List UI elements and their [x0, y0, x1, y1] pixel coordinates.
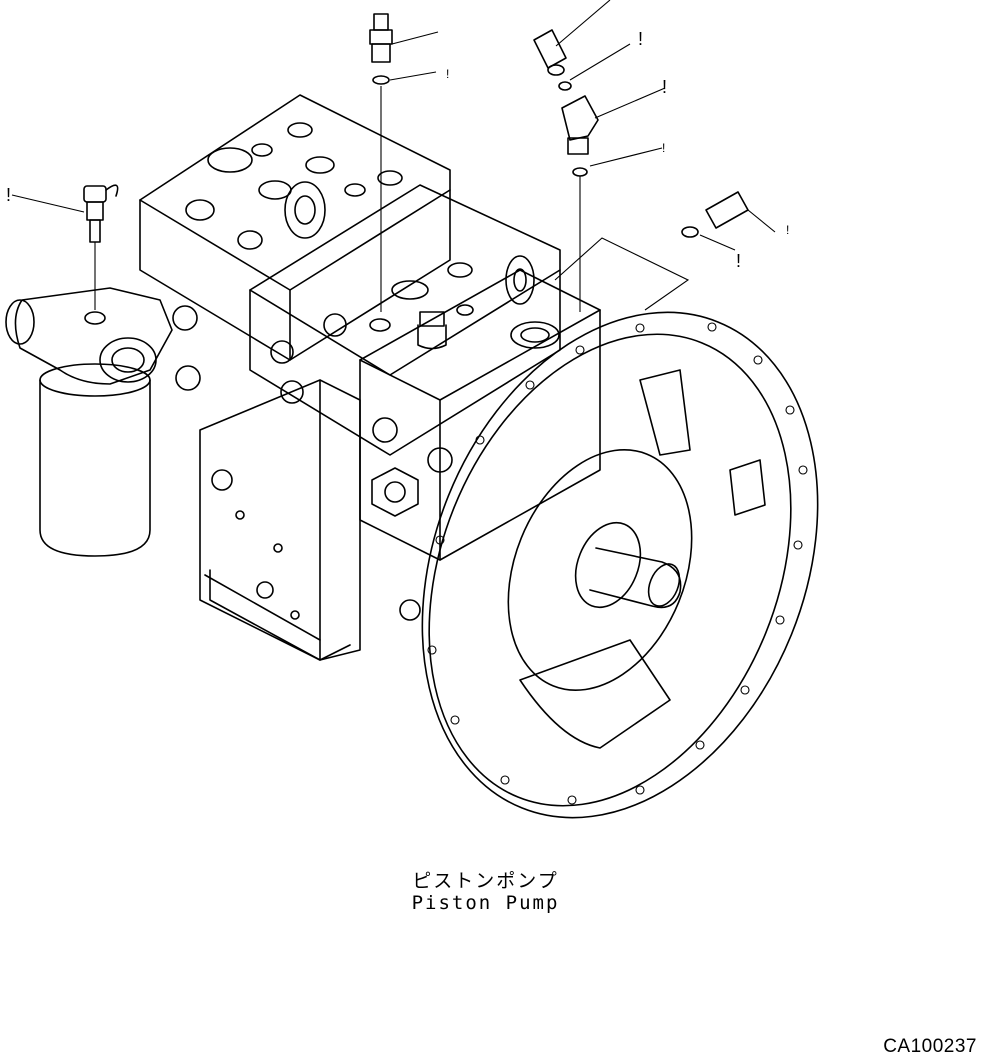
pump-body	[139, 94, 601, 661]
caption-english: Piston Pump	[411, 892, 560, 914]
center-fitting	[369, 13, 393, 312]
callout-mark: !	[446, 67, 450, 81]
flywheel-housing	[421, 311, 819, 819]
callout-mark: !	[662, 77, 668, 97]
left-fitting	[83, 184, 119, 310]
oil-filter	[5, 287, 173, 557]
right-sensor	[681, 191, 749, 238]
callout-mark: !	[662, 141, 666, 155]
drawing-code: CA100237	[883, 1036, 977, 1057]
callout-mark: !	[6, 185, 12, 205]
right-fitting-stack	[533, 29, 599, 312]
callout-mark: !	[786, 223, 790, 237]
callout-mark: !	[638, 29, 644, 49]
caption-japanese: ピストンポンプ	[412, 870, 559, 892]
leader-lines	[11, 0, 776, 311]
callout-mark: !	[736, 251, 742, 271]
